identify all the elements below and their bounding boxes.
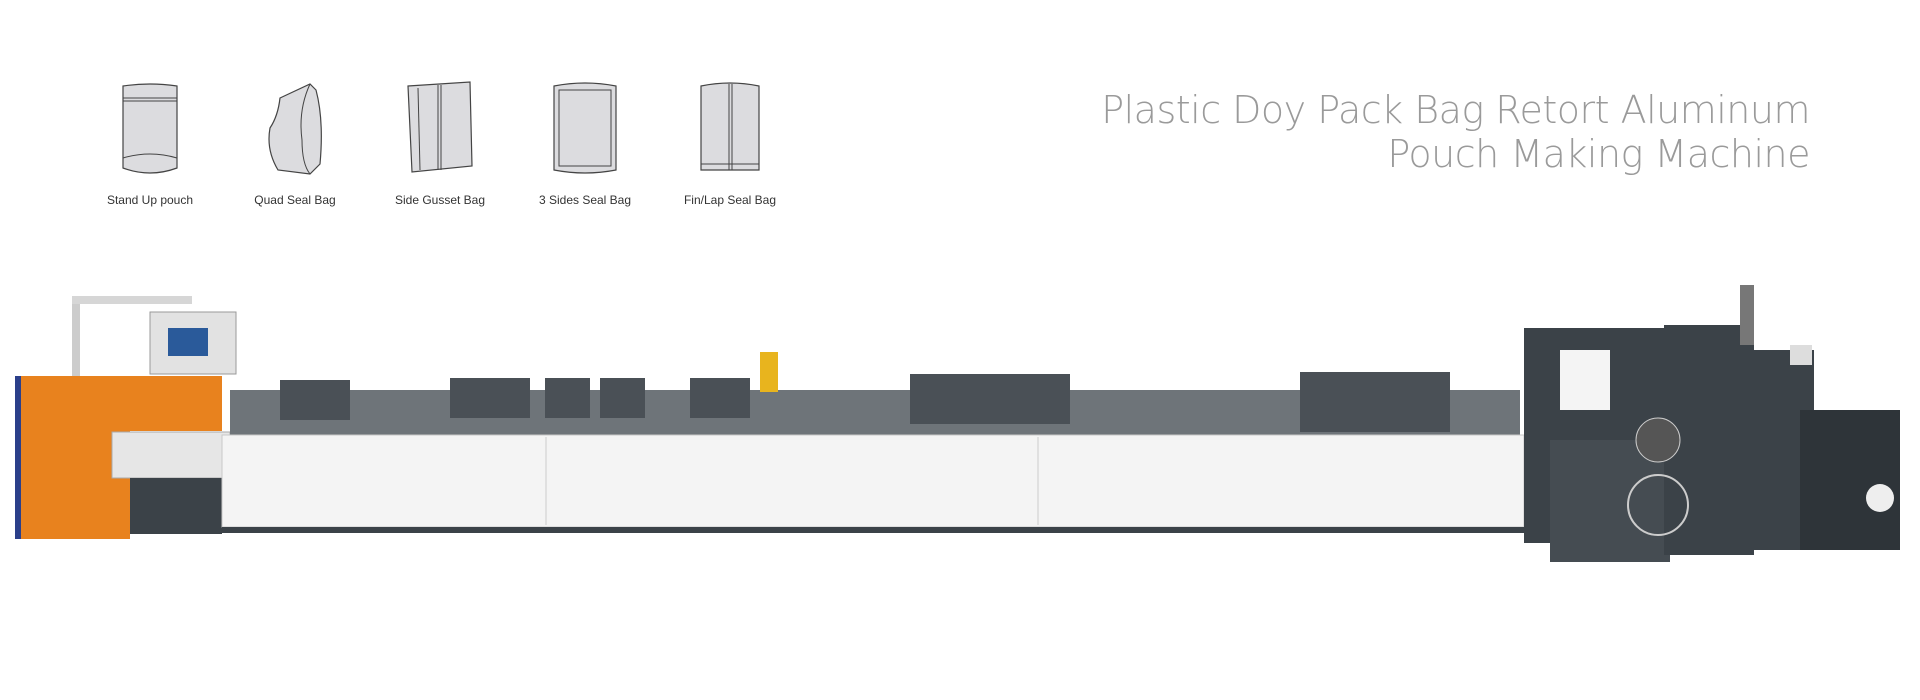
orange-cabinet xyxy=(15,376,130,539)
fin-lap-seal-bag-icon xyxy=(700,82,760,171)
bag-type-stand-up-pouch: Stand Up pouch xyxy=(80,80,220,220)
title-line-2: Pouch Making Machine xyxy=(1387,132,1810,176)
machine-base xyxy=(221,434,1525,528)
bag-types-panel: Stand Up pouch Quad Seal Bag Side Gusset… xyxy=(80,80,790,220)
bag-label: 3 Sides Seal Bag xyxy=(538,193,632,207)
page-title: Plastic Doy Pack Bag Retort Aluminum Pou… xyxy=(1101,88,1810,176)
bag-label: Quad Seal Bag xyxy=(254,193,336,207)
bag-label: Side Gusset Bag xyxy=(394,193,486,207)
bag-type-fin-lap-seal-bag: Fin/Lap Seal Bag xyxy=(660,80,800,220)
stand-up-pouch-icon xyxy=(122,83,178,174)
side-gusset-bag-icon xyxy=(407,81,473,173)
bag-type-three-sides-seal-bag: 3 Sides Seal Bag xyxy=(515,80,655,220)
bag-type-quad-seal-bag: Quad Seal Bag xyxy=(225,80,365,220)
pouch-making-machine-image xyxy=(15,285,1900,562)
title-line-1: Plastic Doy Pack Bag Retort Aluminum xyxy=(1101,88,1810,132)
quad-seal-bag-icon xyxy=(268,83,322,175)
control-panel xyxy=(72,296,237,378)
three-sides-seal-bag-icon xyxy=(553,82,617,174)
bag-label: Stand Up pouch xyxy=(106,193,194,207)
bag-label: Fin/Lap Seal Bag xyxy=(683,193,777,207)
bag-type-side-gusset-bag: Side Gusset Bag xyxy=(370,80,510,220)
